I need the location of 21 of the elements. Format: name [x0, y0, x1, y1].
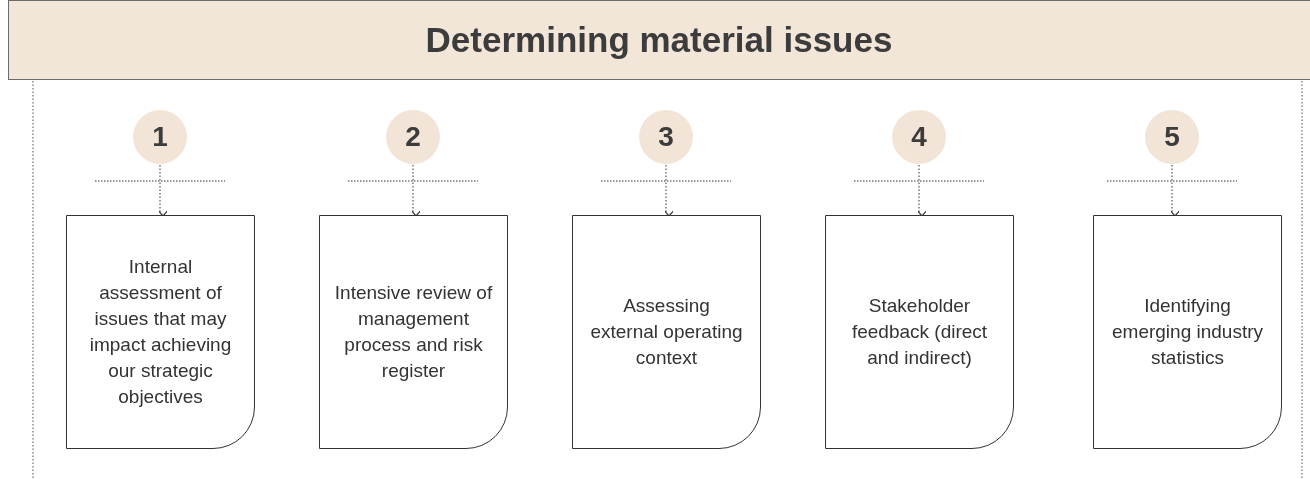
- step-description: Stakeholder feedback (direct and indirect): [850, 294, 989, 370]
- step-box: [319, 215, 508, 449]
- arrow: [156, 164, 170, 217]
- step-number: 1: [152, 120, 168, 154]
- step-box: [1093, 215, 1282, 449]
- step-description: Intensive review of management process and risk register: [334, 281, 493, 383]
- step-number: 4: [911, 120, 927, 154]
- step-box: [825, 215, 1014, 449]
- step-number: 5: [1164, 120, 1180, 154]
- step-number: 3: [658, 120, 674, 154]
- step-box: [66, 215, 255, 449]
- step-description: Internal assessment of issues that may impact achieving our strategic objectives: [88, 255, 233, 409]
- arrow: [1168, 164, 1182, 217]
- step-description: Assessing external operating context: [589, 294, 744, 370]
- step-description: Identifying emerging industry statistics: [1111, 294, 1264, 370]
- arrow: [662, 164, 676, 217]
- step-box: [572, 215, 761, 449]
- title: Determining material issues: [425, 18, 894, 61]
- arrow: [409, 164, 423, 217]
- arrow: [915, 164, 929, 217]
- step-number: 2: [405, 120, 421, 154]
